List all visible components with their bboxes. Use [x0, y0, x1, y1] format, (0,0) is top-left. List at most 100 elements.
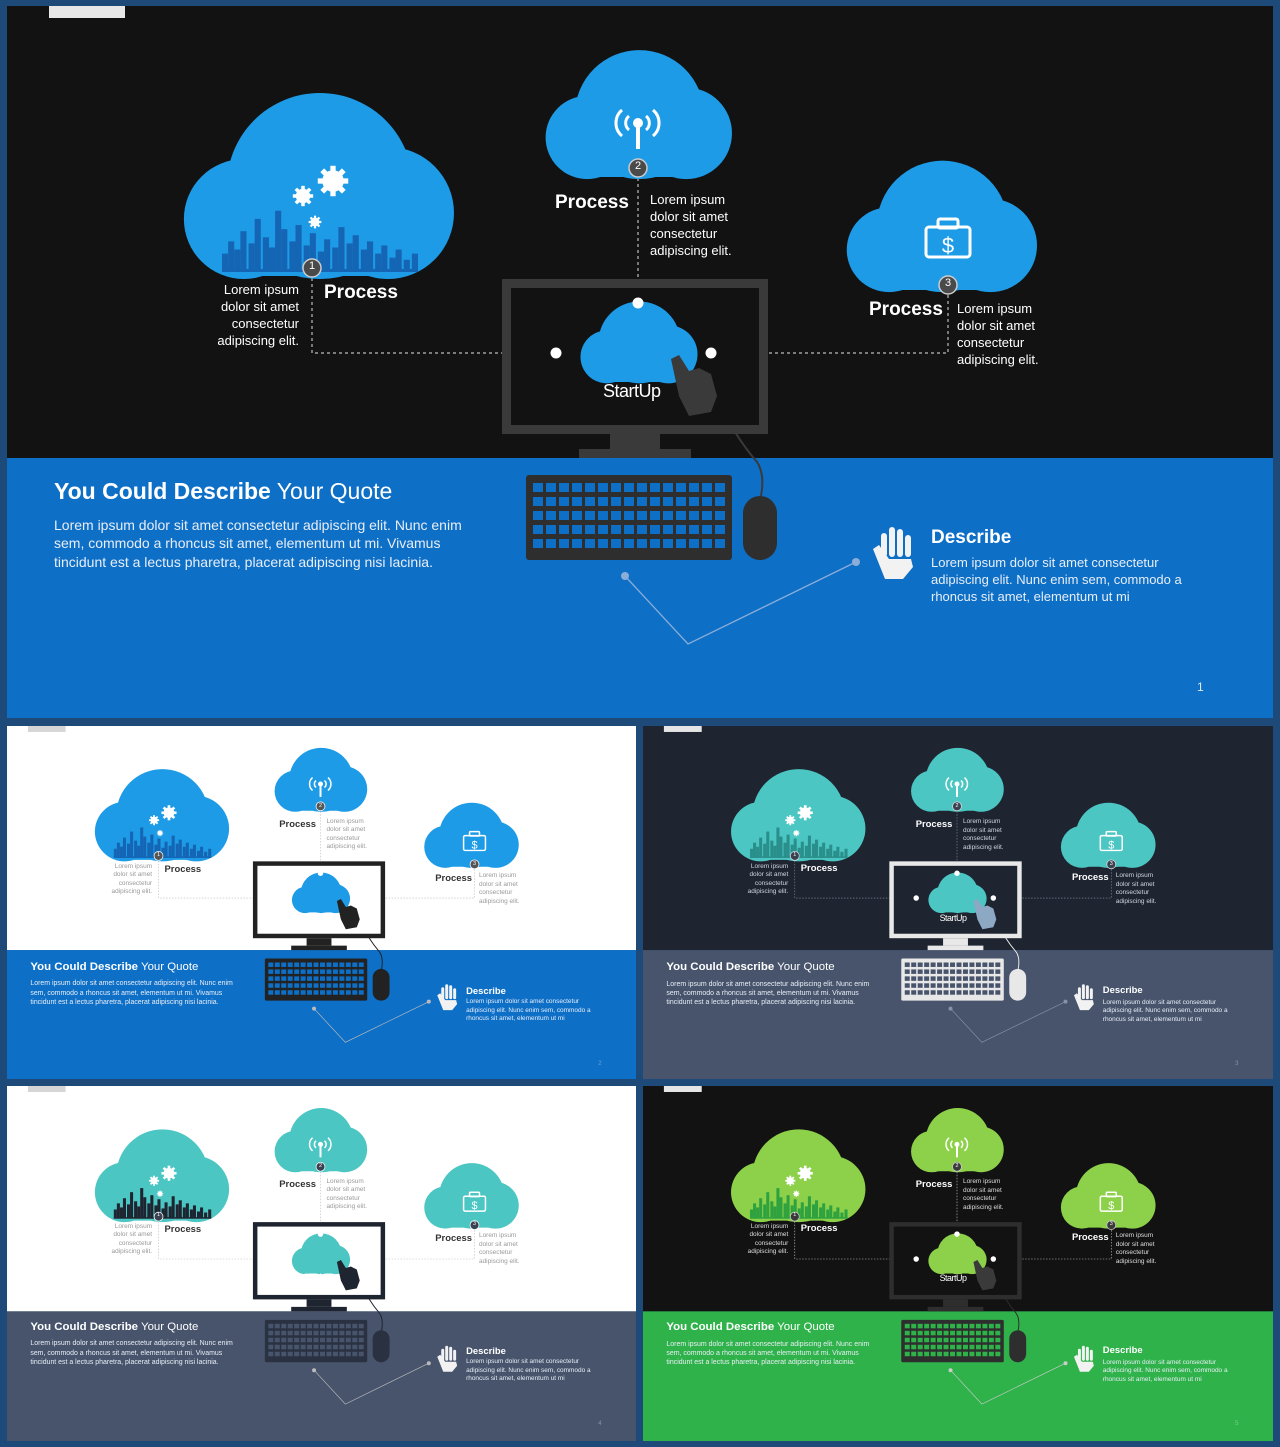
screen-cloud-icon [291, 1233, 351, 1275]
describe-title: Describe [1102, 1345, 1143, 1357]
connector-dot [621, 572, 629, 580]
process-1-title: Process [800, 863, 838, 875]
briefcase-icon: $ [1099, 1191, 1123, 1212]
broadcast-icon [308, 1137, 332, 1158]
broadcast-icon [308, 776, 332, 797]
step-number-3: 3 [472, 860, 477, 867]
step-badge-2 [315, 801, 326, 812]
header-tab [663, 726, 702, 732]
cloud-center-icon [911, 747, 1004, 812]
process-2-title: Process [279, 818, 316, 830]
step-badge-1 [153, 851, 164, 861]
process-3-text: Lorem ipsum dolor sit amet consectetur a… [479, 872, 520, 905]
step-number-1: 1 [793, 1212, 797, 1219]
quote-title-rest: Your Quote [138, 1320, 199, 1333]
describe-connector [313, 1001, 429, 1043]
process-2-title: Process [279, 1178, 316, 1190]
step-number-3: 3 [1109, 1220, 1113, 1227]
connector-dot [312, 1368, 317, 1373]
gear-large-icon [797, 1165, 813, 1181]
describe-text: Lorem ipsum dolor sit amet consectetur a… [1102, 1358, 1228, 1383]
step-badge-1 [789, 851, 800, 861]
step-number-3: 3 [1109, 860, 1113, 867]
describe-title: Describe [466, 1344, 506, 1356]
quote-title-bold: You Could Describe [666, 1320, 775, 1333]
process-3-title: Process [869, 299, 943, 320]
connector-dot [1063, 1361, 1068, 1366]
process-3-title: Process [435, 871, 472, 883]
step-badge-3 [469, 859, 480, 870]
process-1-title: Process [324, 282, 398, 303]
quote-title-bold: You Could Describe [54, 478, 271, 504]
process-1-text: Lorem ipsum dolor sit amet consectetur a… [111, 862, 153, 896]
mouse-cable [734, 431, 764, 497]
svg-text:$: $ [1108, 839, 1114, 851]
process-1-title: Process [164, 1223, 202, 1235]
process-1-text: Lorem ipsum dolor sit amet consectetur a… [747, 1222, 789, 1256]
svg-text:$: $ [471, 1200, 477, 1212]
raised-hand-icon [437, 1345, 458, 1372]
page-number: 2 [598, 1060, 602, 1067]
pointing-hand-icon [973, 1260, 997, 1291]
svg-text:$: $ [942, 233, 954, 258]
mouse-icon [1009, 968, 1027, 1001]
connector-dot [852, 558, 860, 566]
gear-medium-icon [785, 815, 796, 826]
describe-title: Describe [466, 984, 506, 996]
pointing-hand-icon [336, 1260, 360, 1291]
gear-large-icon [161, 805, 177, 821]
quote-title-bold: You Could Describe [666, 960, 775, 973]
quote-title: You Could Describe Your Quote [666, 961, 834, 973]
step-badge-2 [628, 158, 648, 178]
raised-hand-icon [1073, 984, 1094, 1011]
screen-dots [913, 1231, 997, 1262]
process-2-text: Lorem ipsum dolor sit amet consectetur a… [326, 1177, 368, 1211]
describe-text: Lorem ipsum dolor sit amet consectetur a… [1102, 998, 1228, 1023]
keyboard-icon [901, 958, 1004, 1001]
mouse-icon [743, 496, 777, 560]
mouse-icon [1009, 1330, 1027, 1363]
quote-title-bold: You Could Describe [30, 1320, 139, 1333]
describe-connector [950, 1001, 1066, 1043]
quote-title: You Could Describe Your Quote [30, 1321, 198, 1333]
process-3-text: Lorem ipsum dolor sit amet consectetur a… [957, 301, 1039, 368]
briefcase-icon: $ [924, 217, 972, 259]
describe-title: Describe [1102, 985, 1143, 997]
gear-small-icon [308, 215, 322, 229]
step-badge-3 [1106, 859, 1117, 870]
briefcase-icon: $ [462, 1191, 487, 1212]
describe-connector [313, 1362, 429, 1405]
mouse-cable [1004, 1298, 1020, 1331]
broadcast-icon [614, 108, 661, 149]
page-number: 5 [1235, 1421, 1239, 1428]
process-2-text: Lorem ipsum dolor sit amet consectetur a… [326, 817, 368, 851]
process-2-text: Lorem ipsum dolor sit amet consectetur a… [962, 1178, 1004, 1211]
step-number-1: 1 [156, 852, 161, 859]
raised-hand-icon [1073, 1345, 1094, 1372]
mouse-icon [372, 968, 390, 1001]
page-number: 1 [1197, 680, 1204, 694]
process-2-title: Process [915, 1178, 953, 1190]
keyboard-icon [264, 958, 368, 1001]
mouse-icon [372, 1330, 390, 1363]
keyboard-icon [901, 1319, 1004, 1363]
page-number: 3 [1235, 1061, 1239, 1068]
step-number-2: 2 [955, 802, 959, 809]
describe-text: Lorem ipsum dolor sit amet consectetur a… [931, 555, 1182, 605]
connector-dot [948, 1006, 953, 1011]
cloud-center-icon [545, 50, 732, 180]
screen-cloud-icon [928, 872, 987, 914]
quote-title-rest: Your Quote [774, 1320, 835, 1333]
gear-medium-icon [292, 185, 314, 207]
step-badge-2 [315, 1161, 326, 1172]
broadcast-icon [945, 776, 969, 797]
mouse-cable [1004, 936, 1020, 970]
pointing-hand-icon [336, 899, 360, 930]
startup-label: StartUp [939, 912, 967, 923]
process-3-text: Lorem ipsum dolor sit amet consectetur a… [479, 1232, 520, 1265]
